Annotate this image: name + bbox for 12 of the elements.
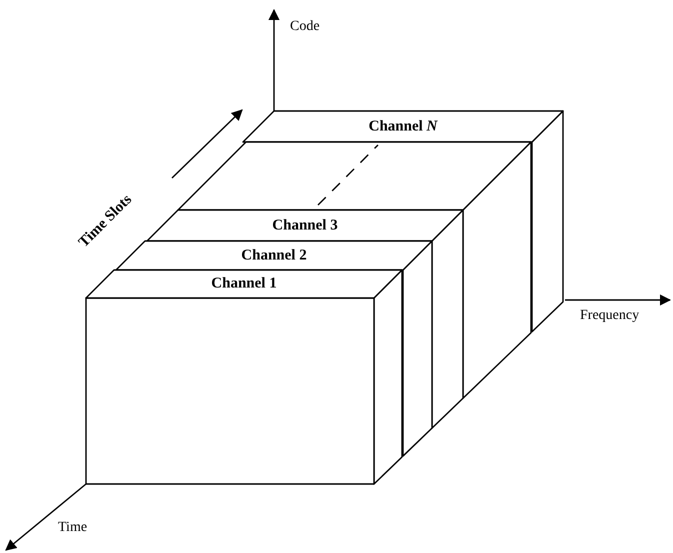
axis-label: Time Slots bbox=[76, 192, 136, 251]
channel-slab bbox=[86, 270, 402, 298]
channel-slab bbox=[243, 111, 563, 142]
axis-label: Time bbox=[58, 521, 88, 535]
channel-slab bbox=[116, 241, 432, 270]
channel-slab bbox=[147, 210, 463, 241]
axis-label: Frequency bbox=[580, 309, 640, 323]
channel-label: Channel 3 bbox=[271, 218, 339, 233]
channel-label: Channel N bbox=[368, 119, 439, 134]
channel-label: Channel 1 bbox=[210, 276, 278, 292]
channel-label: Channel 2 bbox=[240, 248, 308, 263]
axis-label: Code bbox=[290, 20, 320, 34]
